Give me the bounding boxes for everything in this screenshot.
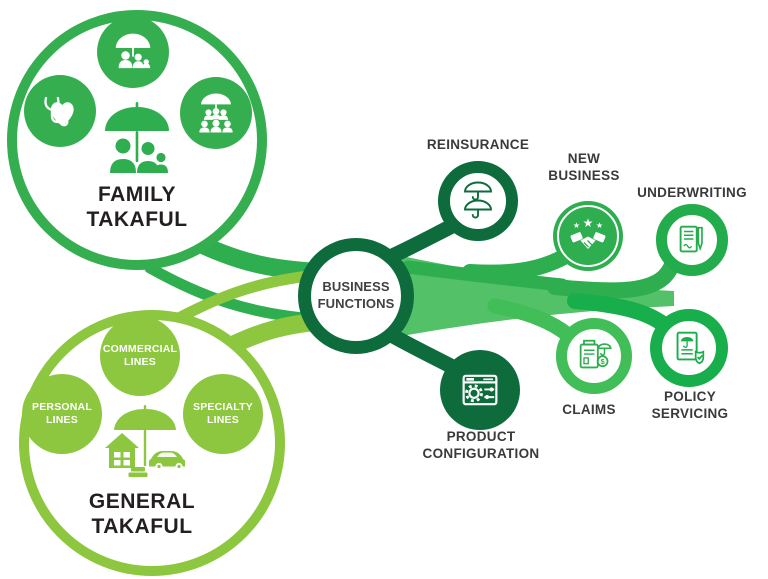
new-business-node: ★ ★ ★ <box>553 201 623 271</box>
svg-text:$: $ <box>600 357 605 366</box>
family-satellite-disc <box>24 75 96 147</box>
policy-servicing-node <box>650 309 728 387</box>
group-under-umbrella-icon <box>199 93 233 133</box>
personal-lines-disc: PERSONAL LINES <box>22 374 102 454</box>
family-title-line1: FAMILY <box>97 183 177 206</box>
product-configuration-line2: CONFIGURATION <box>422 446 540 462</box>
general-title-line1: GENERAL <box>88 490 196 513</box>
family-satellite-disc <box>97 16 169 88</box>
claims-node: $ <box>556 318 632 394</box>
family-title-line2: TAKAFUL <box>86 207 188 231</box>
claims-label-text: CLAIMS <box>562 402 616 417</box>
specialty-lines-line2: LINES <box>207 414 239 426</box>
underwriting-label-text: UNDERWRITING <box>637 185 747 200</box>
commercial-lines-disc: COMMERCIAL LINES <box>100 316 180 396</box>
new-business-inner-ring <box>557 205 619 267</box>
reinsurance-label: REINSURANCE <box>408 136 548 153</box>
product-configuration-node <box>440 350 520 430</box>
family-under-umbrella-icon <box>105 102 169 173</box>
reinsurance-label-text: REINSURANCE <box>426 137 530 152</box>
family-center-icon-wrap <box>92 98 182 193</box>
specialty-lines-line1: SPECIALTY <box>193 401 253 414</box>
general-title-line2: TAKAFUL <box>91 514 193 538</box>
policy-servicing-label: POLICY SERVICING <box>630 388 750 423</box>
new-business-line1: NEW <box>567 151 601 166</box>
underwriting-label: UNDERWRITING <box>617 184 767 201</box>
specialty-lines-disc: SPECIALTY LINES <box>183 374 263 454</box>
umbrella-house-car-icon <box>105 405 185 477</box>
health-heart-stethoscope-icon <box>44 96 74 127</box>
product-configuration-line1: PRODUCT <box>446 429 516 444</box>
business-functions-line2: FUNCTIONS <box>317 296 395 311</box>
general-takaful-title: GENERAL TAKAFUL <box>42 490 242 540</box>
personal-lines-line1: PERSONAL <box>32 401 92 414</box>
underwriting-node <box>656 204 728 276</box>
business-functions-node: BUSINESS FUNCTIONS <box>298 238 414 354</box>
reinsurance-node <box>438 161 518 241</box>
policy-document-shield-icon <box>676 331 705 365</box>
document-pen-icon <box>679 225 703 253</box>
product-configuration-label: PRODUCT CONFIGURATION <box>401 428 561 463</box>
commercial-lines-line2: LINES <box>124 356 156 368</box>
umbrella-family-icon <box>115 33 151 69</box>
general-center-icon-wrap <box>95 403 195 488</box>
commercial-lines-line1: COMMERCIAL <box>102 343 178 356</box>
family-satellite-disc <box>180 77 252 149</box>
reinsurance-stem <box>380 215 466 266</box>
double-umbrella-icon <box>464 181 492 219</box>
claim-document-dollar-icon: $ <box>579 339 612 369</box>
claims-label: CLAIMS <box>539 401 639 418</box>
policy-servicing-line2: SERVICING <box>651 406 729 422</box>
policy-servicing-line1: POLICY <box>663 389 717 404</box>
business-functions-label: BUSINESS FUNCTIONS <box>318 279 395 313</box>
settings-window-gear-icon <box>462 374 498 406</box>
business-functions-line1: BUSINESS <box>322 279 390 295</box>
new-business-label: NEW BUSINESS <box>529 150 639 185</box>
new-business-line2: BUSINESS <box>548 168 620 184</box>
personal-lines-line2: LINES <box>46 414 78 426</box>
family-takaful-title: FAMILY TAKAFUL <box>47 183 227 233</box>
